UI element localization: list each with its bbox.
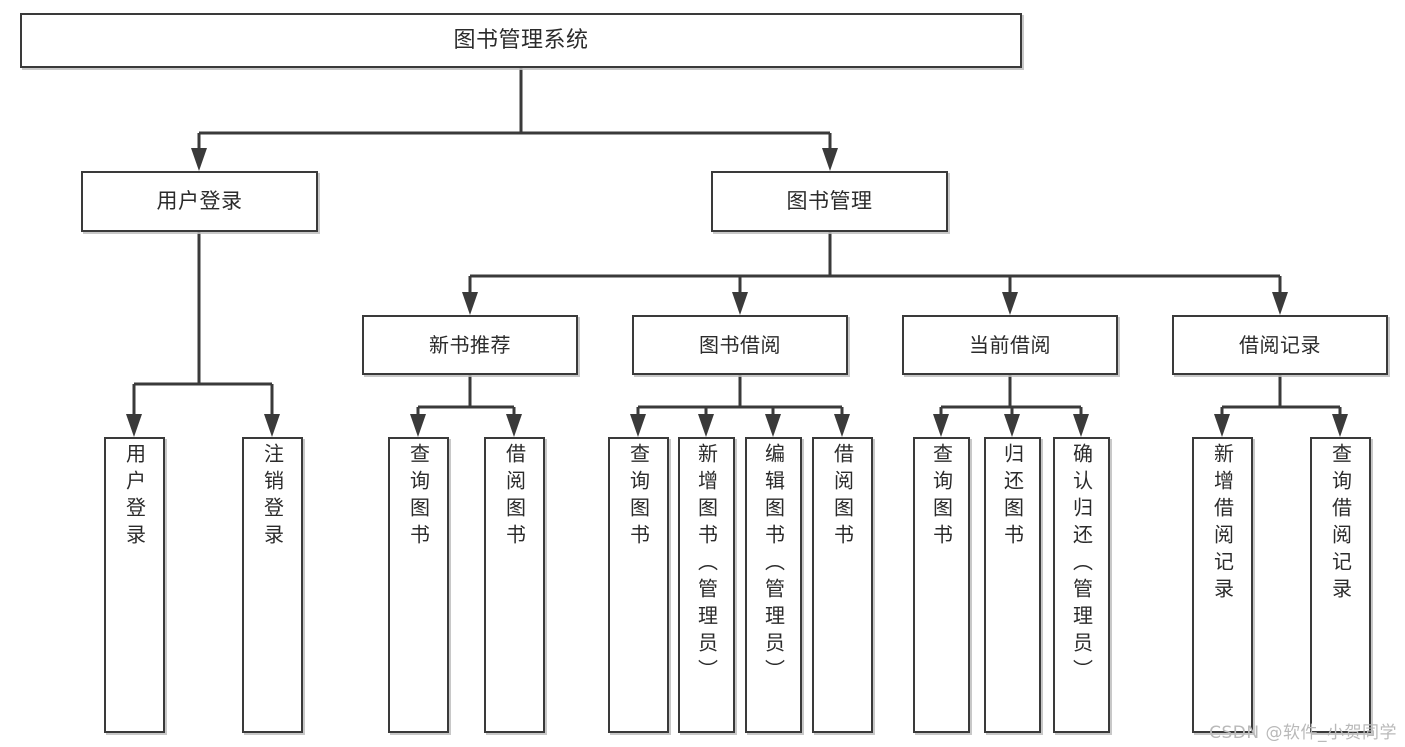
node-user-login[interactable]: 用户登录 bbox=[81, 171, 318, 232]
node-leaf-borrow-book-2[interactable]: 借阅图书 bbox=[812, 437, 873, 733]
node-leaf-add-book-admin[interactable]: 新增图书（管理员） bbox=[678, 437, 735, 733]
node-book-management[interactable]: 图书管理 bbox=[711, 171, 948, 232]
connector-current-borrow-to-leaves bbox=[933, 375, 1089, 437]
node-label: 编辑图书（管理员） bbox=[761, 443, 786, 686]
node-leaf-confirm-return-admin[interactable]: 确认归还（管理员） bbox=[1053, 437, 1110, 733]
node-leaf-borrow-book-1[interactable]: 借阅图书 bbox=[484, 437, 545, 733]
node-label: 新书推荐 bbox=[429, 332, 511, 357]
node-label: 图书管理系统 bbox=[453, 27, 589, 53]
node-leaf-query-book-3[interactable]: 查询图书 bbox=[913, 437, 970, 733]
node-book-borrow[interactable]: 图书借阅 bbox=[632, 315, 848, 375]
node-leaf-query-book-1[interactable]: 查询图书 bbox=[388, 437, 449, 733]
node-label: 借阅记录 bbox=[1239, 332, 1321, 357]
node-label: 归还图书 bbox=[1000, 443, 1025, 551]
node-new-book-recommend[interactable]: 新书推荐 bbox=[362, 315, 578, 375]
node-label: 图书管理 bbox=[786, 189, 873, 214]
connector-user-login-to-leaves bbox=[126, 232, 280, 437]
node-label: 新增图书（管理员） bbox=[694, 443, 719, 686]
node-leaf-query-borrow-record[interactable]: 查询借阅记录 bbox=[1310, 437, 1371, 733]
node-label: 当前借阅 bbox=[969, 332, 1051, 357]
node-label: 用户登录 bbox=[122, 443, 147, 551]
csdn-watermark: CSDN @软件_小贺同学 bbox=[1209, 723, 1397, 743]
connector-book-borrow-to-leaves bbox=[630, 375, 850, 437]
node-label: 用户登录 bbox=[156, 189, 243, 214]
node-label: 查询借阅记录 bbox=[1328, 443, 1353, 605]
node-label: 借阅图书 bbox=[830, 443, 855, 551]
connector-book-management-to-level3 bbox=[462, 232, 1288, 315]
node-label: 注销登录 bbox=[260, 443, 285, 551]
connector-root-to-level2 bbox=[191, 68, 838, 171]
node-label: 借阅图书 bbox=[502, 443, 527, 551]
node-label: 查询图书 bbox=[406, 443, 431, 551]
node-root-book-management-system[interactable]: 图书管理系统 bbox=[20, 13, 1022, 68]
node-label: 确认归还（管理员） bbox=[1069, 443, 1094, 686]
node-leaf-edit-book-admin[interactable]: 编辑图书（管理员） bbox=[745, 437, 802, 733]
connector-new-book-recommend-to-leaves bbox=[410, 375, 522, 437]
node-label: 新增借阅记录 bbox=[1210, 443, 1235, 605]
connector-borrow-record-to-leaves bbox=[1214, 375, 1348, 437]
node-leaf-return-book[interactable]: 归还图书 bbox=[984, 437, 1041, 733]
node-current-borrow[interactable]: 当前借阅 bbox=[902, 315, 1118, 375]
node-borrow-record[interactable]: 借阅记录 bbox=[1172, 315, 1388, 375]
node-leaf-user-login[interactable]: 用户登录 bbox=[104, 437, 165, 733]
node-label: 查询图书 bbox=[929, 443, 954, 551]
node-leaf-query-book-2[interactable]: 查询图书 bbox=[608, 437, 669, 733]
node-label: 图书借阅 bbox=[699, 332, 781, 357]
node-leaf-user-logout[interactable]: 注销登录 bbox=[242, 437, 303, 733]
node-leaf-add-borrow-record[interactable]: 新增借阅记录 bbox=[1192, 437, 1253, 733]
node-label: 查询图书 bbox=[626, 443, 651, 551]
